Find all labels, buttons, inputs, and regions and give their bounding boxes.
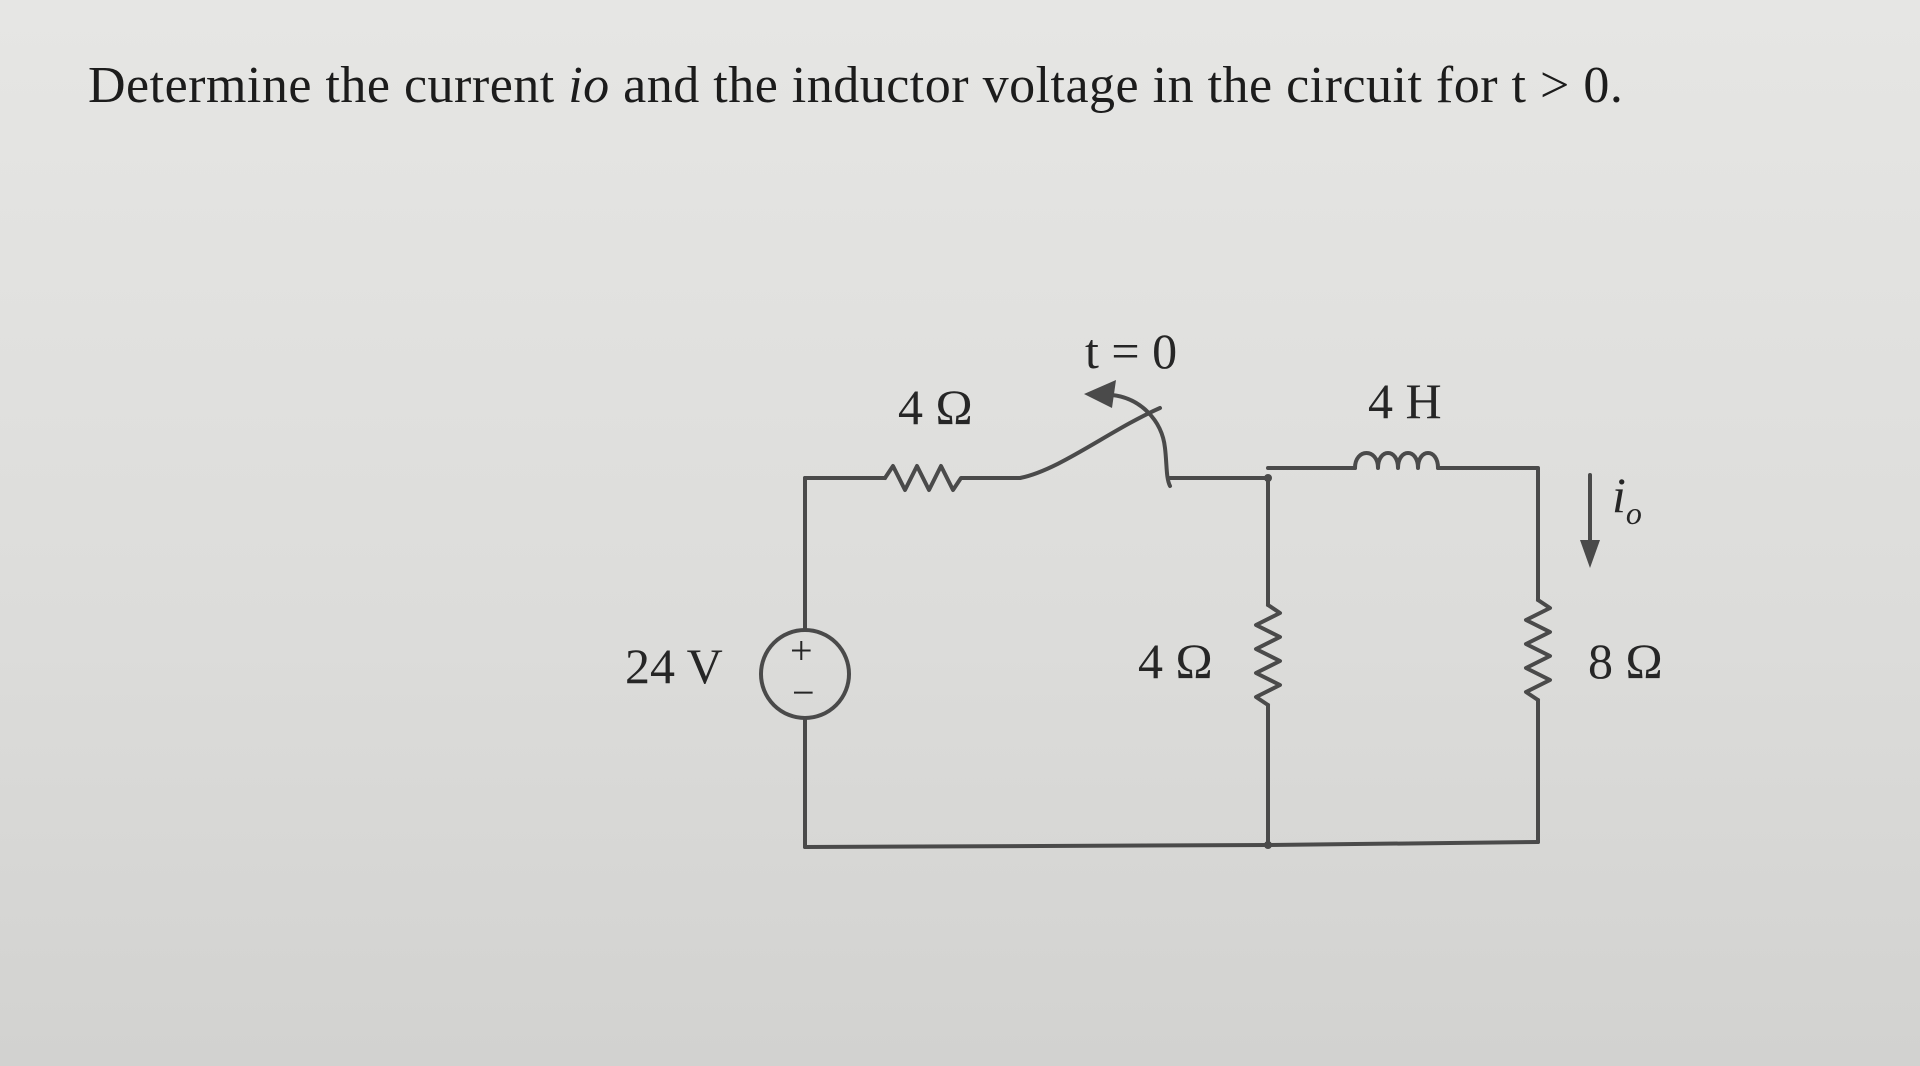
series-resistor-symbol bbox=[883, 464, 1022, 492]
question-prefix: Determine the current bbox=[88, 57, 569, 114]
node-dot-top bbox=[1264, 474, 1272, 482]
current-arrowhead bbox=[1580, 540, 1600, 568]
node-dot-bottom bbox=[1264, 841, 1272, 849]
current-label-main: i bbox=[1612, 467, 1626, 523]
wire-top-right bbox=[1436, 466, 1540, 602]
question-variable: io bbox=[568, 57, 610, 114]
wire-bottom bbox=[803, 840, 1540, 849]
source-label: 24 V bbox=[625, 638, 723, 694]
inductor-label: 4 H bbox=[1368, 373, 1442, 429]
current-label: io bbox=[1612, 467, 1642, 531]
source-minus-sign: − bbox=[792, 670, 815, 715]
shunt-resistor-symbol bbox=[1254, 603, 1282, 707]
shunt-resistor-label: 4 Ω bbox=[1138, 633, 1213, 689]
inductor-symbol bbox=[1353, 451, 1440, 470]
source-plus-sign: + bbox=[790, 628, 813, 673]
voltage-source-symbol bbox=[759, 628, 851, 720]
switch-blade bbox=[1018, 406, 1162, 480]
switch-arrowhead bbox=[1084, 380, 1116, 408]
load-resistor-symbol bbox=[1524, 598, 1552, 702]
question-text: Determine the current io and the inducto… bbox=[88, 56, 1623, 115]
switch-arc bbox=[1110, 393, 1172, 488]
series-resistor-label: 4 Ω bbox=[898, 379, 973, 435]
question-suffix: and the inductor voltage in the circuit … bbox=[609, 57, 1624, 114]
switch-label: t = 0 bbox=[1085, 323, 1177, 379]
current-label-sub: o bbox=[1626, 495, 1642, 531]
load-resistor-label: 8 Ω bbox=[1588, 633, 1663, 689]
